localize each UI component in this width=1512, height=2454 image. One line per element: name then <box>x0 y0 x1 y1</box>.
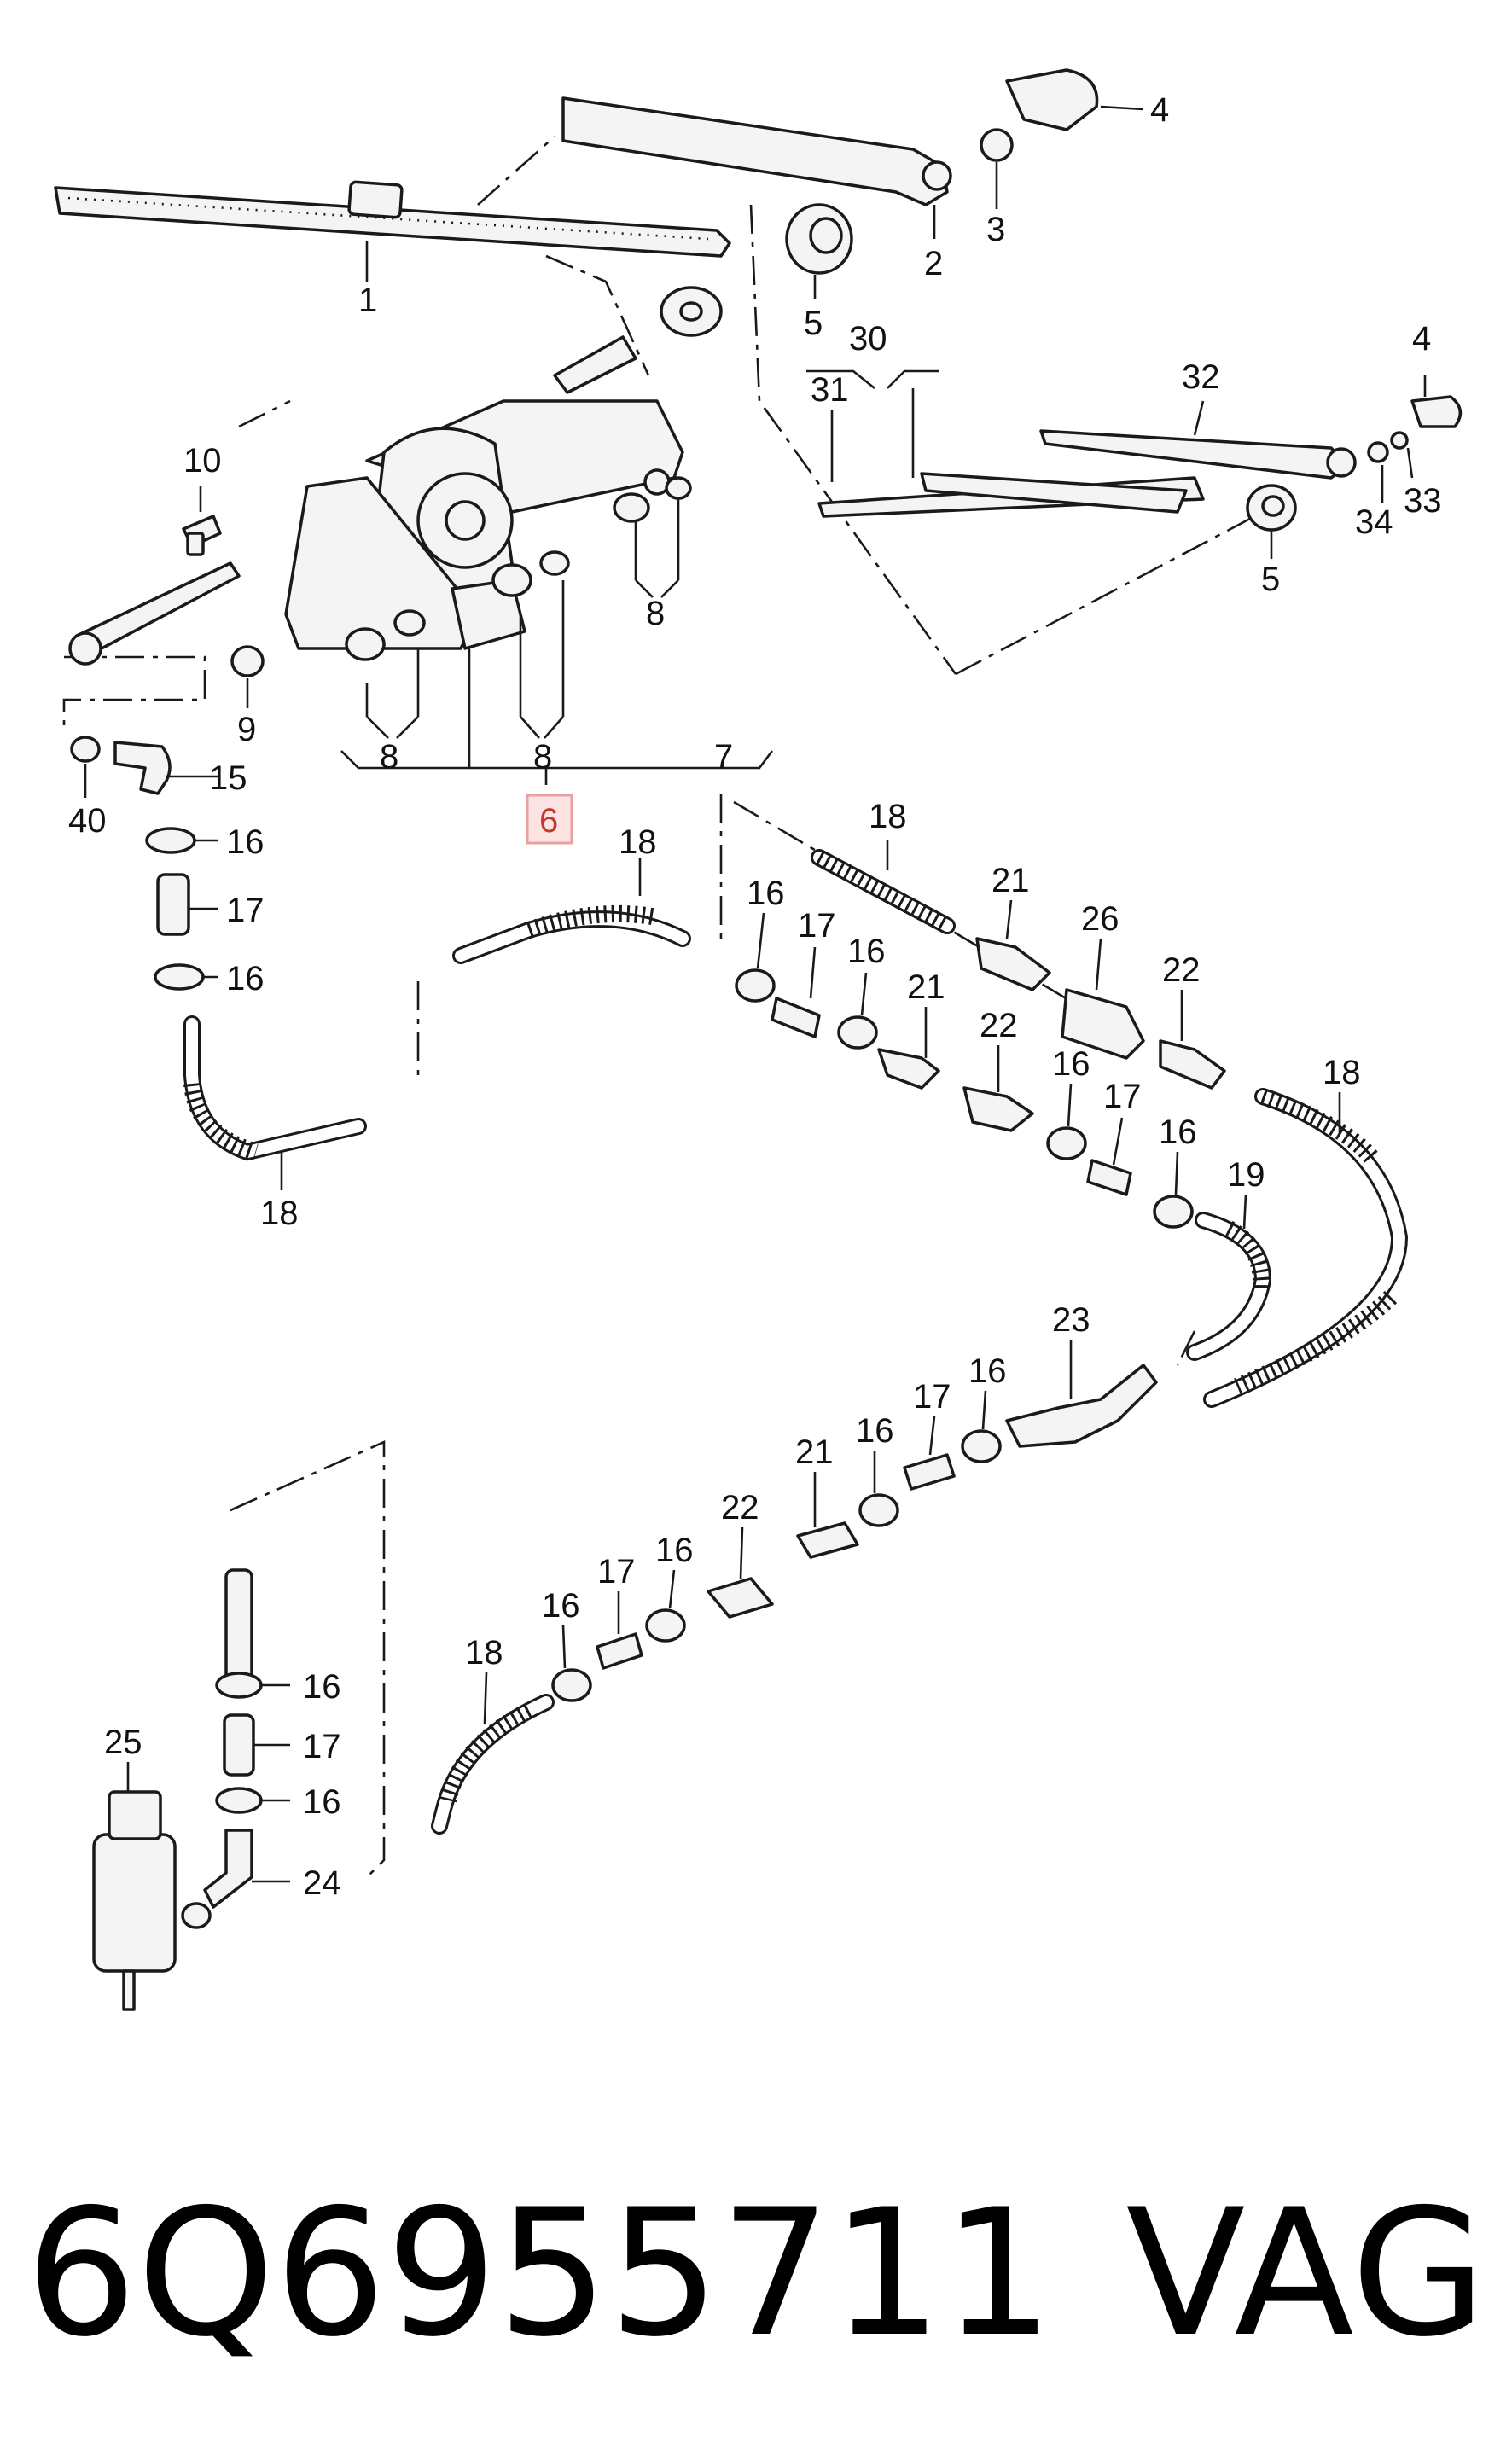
spindle <box>553 335 637 394</box>
callout-18c: 18 <box>869 798 907 835</box>
elbow-connector <box>113 741 172 795</box>
grommet <box>785 203 853 275</box>
callout-8b: 8 <box>533 738 552 776</box>
callout-16c: 16 <box>747 875 785 912</box>
arm-cap <box>1005 68 1099 131</box>
check-valve <box>1005 1364 1158 1448</box>
leader-lines <box>84 105 1427 1883</box>
callout-7: 7 <box>714 738 733 776</box>
callout-33: 33 <box>1404 482 1442 520</box>
callout-6-highlight <box>526 794 573 845</box>
wiper-blade-rear <box>54 180 731 258</box>
callout-21a: 21 <box>992 862 1030 899</box>
front-wiper-set <box>817 395 1463 532</box>
callout-18a: 18 <box>260 1195 299 1232</box>
callout-16g: 16 <box>968 1352 1007 1390</box>
callout-9: 9 <box>237 711 256 748</box>
callout-16j: 16 <box>542 1587 580 1625</box>
callout-16k: 16 <box>303 1668 341 1706</box>
callout-16d: 16 <box>847 933 886 970</box>
callout-4: 4 <box>1150 91 1169 129</box>
washer-chain-lower <box>431 1429 1002 1835</box>
callout-16e: 16 <box>1052 1045 1090 1083</box>
callout-17a: 17 <box>226 892 265 929</box>
callout-25: 25 <box>104 1724 142 1761</box>
callout-8a: 8 <box>380 738 398 776</box>
callout-19: 19 <box>1227 1156 1265 1194</box>
hose-upper <box>452 904 691 964</box>
seal-nut <box>660 286 723 337</box>
callout-15: 15 <box>209 759 247 797</box>
callout-labels: 1 2 3 4 5 5 4 30 31 32 34 33 10 9 8 8 8 … <box>68 91 1442 1902</box>
callout-24: 24 <box>303 1864 341 1902</box>
callout-16f: 16 <box>1159 1114 1197 1151</box>
callout-16l: 16 <box>303 1783 341 1821</box>
callout-21b: 21 <box>907 968 945 1006</box>
bushing <box>345 476 692 661</box>
callout-18d: 18 <box>1323 1054 1361 1091</box>
callout-5: 5 <box>804 305 823 342</box>
bolt <box>182 515 222 556</box>
callout-34: 34 <box>1355 503 1393 541</box>
callout-17f: 17 <box>303 1728 341 1765</box>
callout-18e: 18 <box>465 1634 503 1672</box>
washer-line-left <box>145 827 367 1161</box>
callout-32: 32 <box>1182 358 1220 396</box>
callout-17e: 17 <box>597 1553 636 1590</box>
callout-17b: 17 <box>798 907 836 945</box>
callout-21c: 21 <box>795 1433 834 1471</box>
callout-16a: 16 <box>226 823 265 861</box>
callout-26: 26 <box>1081 900 1119 938</box>
callout-16h: 16 <box>856 1412 894 1450</box>
callout-22c: 22 <box>721 1489 759 1526</box>
callout-40: 40 <box>68 802 107 840</box>
callout-5b: 5 <box>1261 561 1280 598</box>
callout-16i: 16 <box>655 1532 694 1569</box>
nut <box>980 128 1014 162</box>
part-footer: 6Q6955711 VAG <box>26 2163 1486 2385</box>
callout-23: 23 <box>1052 1301 1090 1339</box>
connector-40 <box>70 736 101 763</box>
callout-8c: 8 <box>646 595 665 632</box>
callout-17d: 17 <box>913 1378 951 1416</box>
callout-3: 3 <box>986 211 1005 248</box>
washer-pump <box>92 1568 263 2011</box>
brand-name: VAG <box>1125 2172 1486 2375</box>
callout-2: 2 <box>924 245 943 282</box>
callout-30: 30 <box>849 320 887 358</box>
callout-22b: 22 <box>980 1007 1018 1044</box>
callout-6: 6 <box>539 802 558 840</box>
callout-1: 1 <box>358 282 377 319</box>
callout-16b: 16 <box>226 960 265 997</box>
hose-top-right <box>811 849 1409 1408</box>
callout-10: 10 <box>183 442 222 480</box>
part-number: 6Q6955711 <box>26 2172 1054 2375</box>
callout-17c: 17 <box>1103 1078 1142 1115</box>
nut-9 <box>230 645 265 677</box>
wiper-arm <box>561 96 952 206</box>
callout-18b: 18 <box>619 823 657 861</box>
callout-4b: 4 <box>1412 320 1431 358</box>
washer-chain-right <box>735 968 1272 1361</box>
callout-22a: 22 <box>1162 951 1201 989</box>
wiper-motor <box>284 399 684 650</box>
callout-31: 31 <box>811 371 849 409</box>
